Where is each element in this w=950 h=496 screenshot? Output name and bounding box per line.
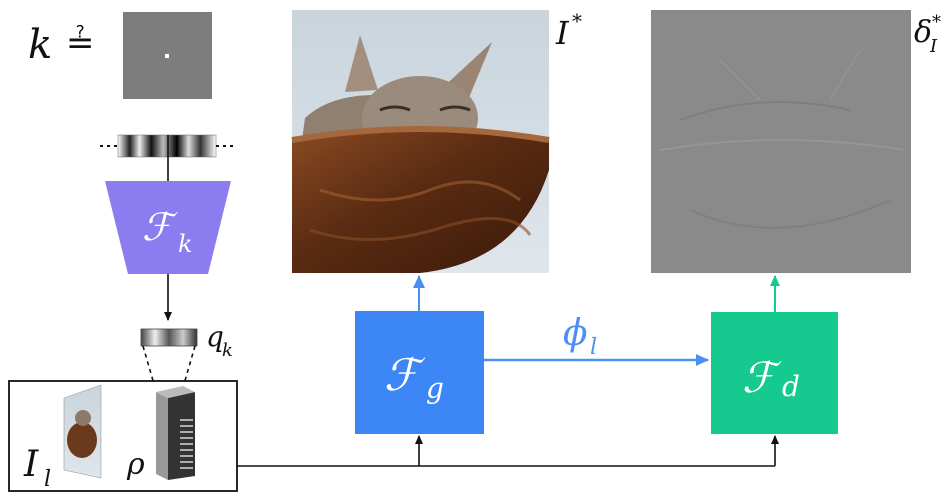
q-k-strip <box>140 328 198 347</box>
kernel-dot <box>165 54 169 58</box>
k-label: k <box>28 22 52 68</box>
phi-subscript: l <box>590 335 597 360</box>
kitten-in-bowl-photo <box>291 10 550 273</box>
i-l-label: I <box>23 444 39 485</box>
delta-label: δ <box>914 15 932 50</box>
input-photo-thumbnail-icon <box>63 384 102 479</box>
f-g-subscript: g <box>426 372 444 405</box>
query-equal-symbol: ≟ <box>66 23 95 63</box>
residual-noise-image <box>651 10 911 273</box>
phi-label: ϕ <box>563 313 588 354</box>
i-l-subscript: l <box>44 467 51 492</box>
q-k-label: q <box>206 320 224 353</box>
feature-stack-icon <box>156 386 195 480</box>
i-star-superscript: * <box>572 9 582 33</box>
delta-superscript: * <box>932 12 941 33</box>
block-f-d: ℱ d <box>711 312 838 434</box>
f-k-subscript: k <box>178 230 193 258</box>
i-star-label: I <box>555 14 570 52</box>
input-box <box>8 380 238 492</box>
q-k-dashed-left <box>142 345 159 399</box>
rho-label: ρ <box>126 447 145 482</box>
f-d-subscript: d <box>782 370 800 403</box>
delta-subscript: I <box>929 36 938 57</box>
q-k-subscript: k <box>222 340 233 361</box>
block-f-g: ℱ g <box>355 311 484 434</box>
q-k-dashed-right <box>179 345 196 399</box>
flattened-kernel-strip <box>100 134 236 158</box>
block-f-k: ℱ k <box>105 181 231 274</box>
